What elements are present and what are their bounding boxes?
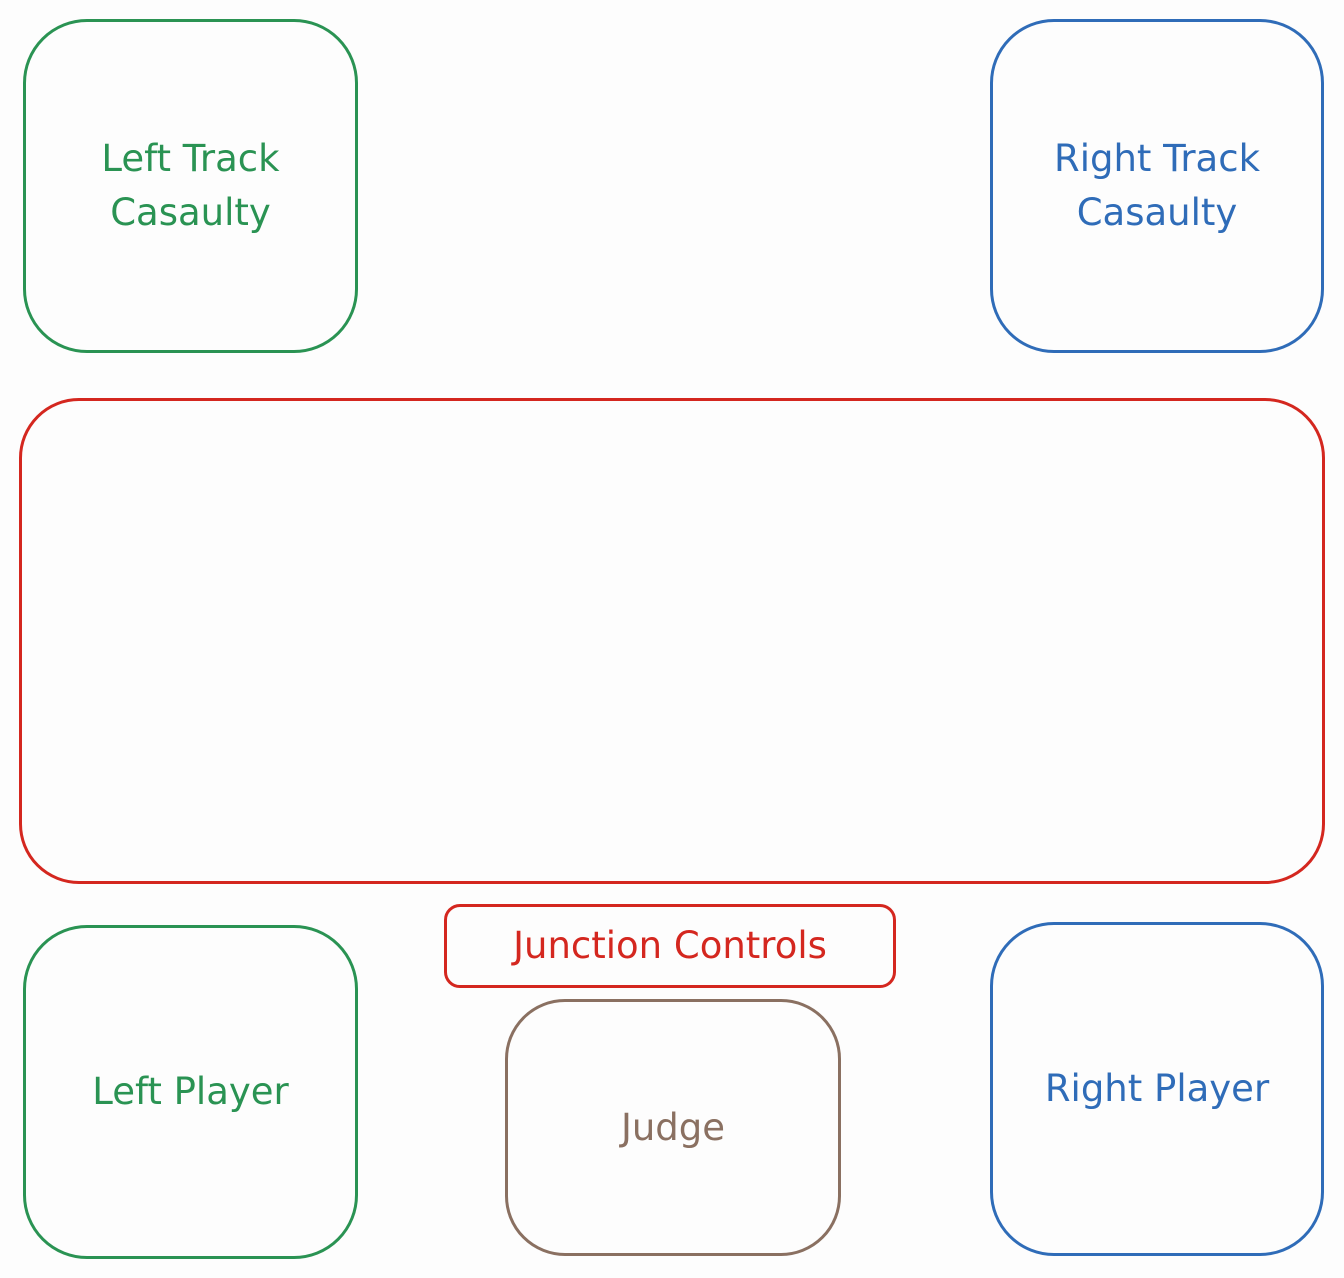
junction-controls-zone: Junction Controls (444, 904, 896, 988)
judge-zone: Judge (505, 999, 841, 1256)
right-track-casualty-label: Right Track Casaulty (1053, 137, 1260, 234)
left-track-casualty-label: Left Track Casaulty (101, 137, 280, 234)
judge-label: Judge (620, 1105, 726, 1149)
left-track-casualty-zone: Left Track Casaulty (23, 19, 358, 353)
right-track-casualty-zone: Right Track Casaulty (990, 19, 1324, 353)
right-player-label: Right Player (1044, 1067, 1270, 1110)
left-player-label: Left Player (92, 1070, 289, 1113)
junction-area (19, 398, 1325, 884)
left-player-zone: Left Player (23, 925, 358, 1259)
junction-controls-label: Junction Controls (513, 924, 827, 967)
right-player-zone: Right Player (990, 922, 1324, 1256)
